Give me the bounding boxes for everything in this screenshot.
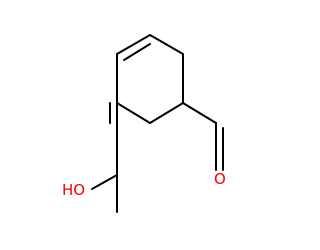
- aldehyde-oxygen-label: O: [214, 170, 226, 188]
- hydroxyl-label: HO: [62, 181, 85, 199]
- molecule-drawing: HO O: [62, 34, 226, 213]
- bond-ring-to-aldehyde: [182, 102, 217, 124]
- bond-quaternary-to-hydroxyl: [91, 174, 118, 190]
- bond-ring-double-inner: [123, 43, 151, 61]
- bond-ring-c1-c2: [149, 34, 184, 55]
- bond-ring-c3-c4: [149, 102, 184, 124]
- structure-canvas: HO O: [62, 34, 226, 213]
- bond-ring-c6-c1: [116, 34, 151, 55]
- bond-ring-c4-c5: [116, 102, 151, 124]
